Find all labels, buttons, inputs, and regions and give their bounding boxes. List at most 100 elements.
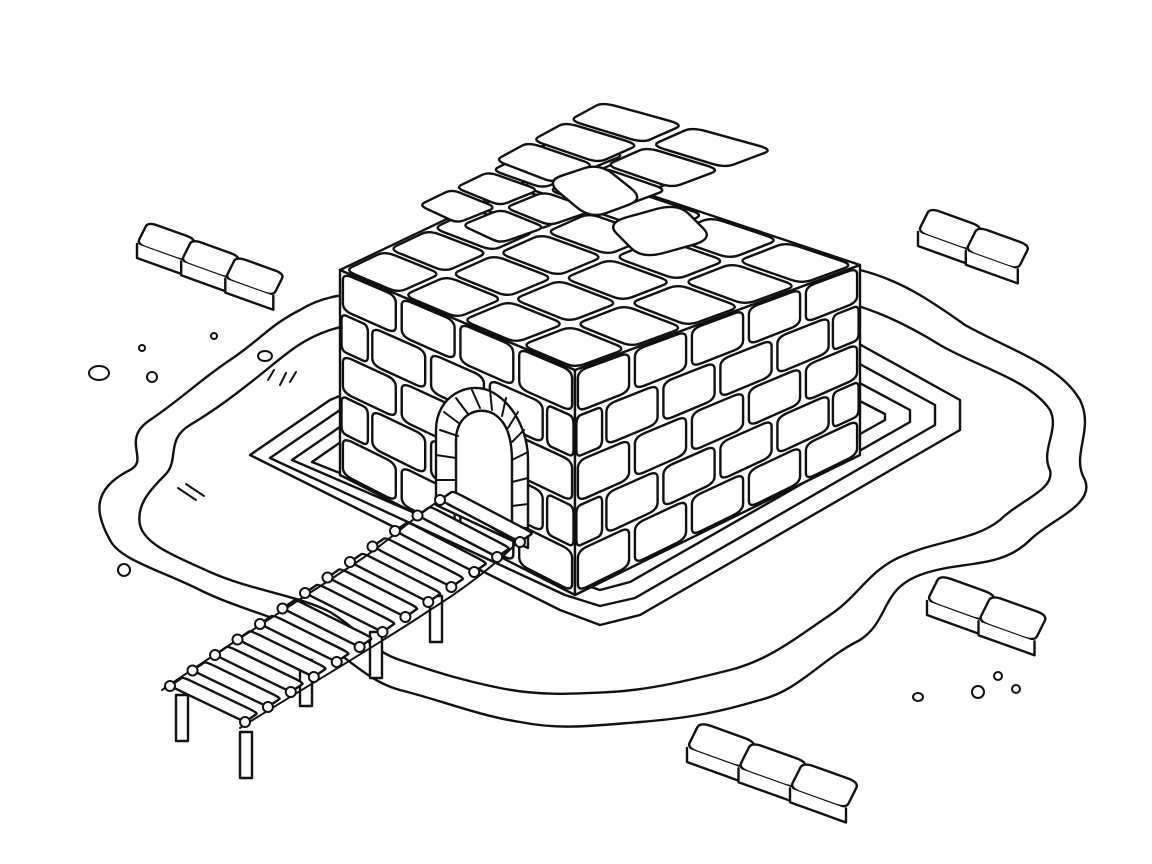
bridge-plank [282, 599, 373, 648]
rope-knot [307, 671, 320, 683]
wall-stone-block [371, 328, 427, 388]
wall-stone-block [340, 396, 370, 446]
bridge-plank [440, 490, 533, 543]
bridge-planks [170, 490, 533, 723]
wall-stone-block [400, 299, 456, 359]
bridge-post [238, 730, 254, 780]
water-droplet [88, 365, 110, 381]
rope-knot [254, 618, 266, 630]
wall-stone-block [662, 363, 716, 420]
floating-stone-slab-icon [916, 208, 1030, 285]
rope-knot [399, 611, 412, 623]
bridge-plank [372, 537, 465, 588]
crown-stone-block [421, 189, 494, 223]
rope-knot [376, 626, 389, 638]
rope-knot [276, 602, 289, 615]
wall-stone-block [719, 421, 773, 479]
wall-stone-block [576, 353, 631, 411]
water-droplet [1011, 684, 1021, 694]
top-stone-block [348, 251, 438, 293]
water-droplet [993, 671, 1003, 681]
slab-stone-top [790, 763, 859, 808]
rope-knot [231, 633, 244, 646]
water-splash [177, 483, 205, 501]
crown-stone-block [609, 147, 717, 188]
wall-stone-block [341, 439, 397, 500]
wall-stone-block [804, 268, 859, 322]
bridge-plank [260, 614, 350, 663]
wall-stone-block [776, 396, 830, 453]
rope-knot [321, 571, 334, 584]
wall-stone-block [633, 416, 688, 475]
wall-stone-block [341, 356, 397, 416]
slab-stone-side [964, 249, 1019, 285]
bridge-plank [215, 645, 304, 693]
bridge-plank [395, 521, 488, 573]
top-stone-block [407, 276, 500, 318]
top-stone-block [687, 263, 793, 305]
crown-large-stone [551, 165, 639, 217]
top-stone-block [517, 280, 615, 322]
wall-stone-block [690, 393, 745, 450]
wall-stone-block [576, 528, 631, 590]
wall-stone-block [690, 475, 745, 534]
wall-stone-block [545, 405, 575, 457]
rope-knot [164, 680, 176, 692]
rope-knot [330, 656, 343, 668]
floating-stone-slab-icon [925, 576, 1047, 657]
floating-stone-slab-icon [135, 222, 284, 311]
slab-stone-top [225, 257, 284, 296]
wall-stone-block [341, 274, 397, 333]
wall-stone-block [605, 471, 659, 532]
wall-stone-block [576, 440, 631, 501]
wall-stone-block [831, 381, 860, 428]
rope-knot [299, 587, 311, 599]
floating-stone-slab-icon [685, 723, 859, 824]
slab-stone-side [224, 277, 275, 311]
wall-stone-block [633, 332, 688, 389]
water-splash [267, 369, 297, 386]
wall-stone-block [633, 501, 688, 562]
rope-knot [209, 649, 221, 661]
top-stone-block [502, 234, 600, 276]
wall-stone-block [804, 345, 859, 400]
rope-knot [468, 566, 481, 578]
wall-stone-block [575, 495, 604, 547]
rope-knot [366, 540, 379, 553]
wall-stone-block [747, 369, 802, 425]
crown-stone-block [655, 127, 769, 168]
rope-knot [434, 494, 446, 506]
wall-stone-block [804, 421, 859, 479]
wooden-plank-bridge-icon [161, 490, 533, 780]
wall-stone-block [831, 305, 860, 351]
wall-stone-block [575, 406, 604, 457]
top-stone-block [741, 242, 850, 284]
bridge-plank [417, 506, 510, 558]
doorway-arch-stones [435, 389, 529, 529]
floating-stone-slabs [135, 208, 1047, 824]
crown-stone-block [457, 172, 537, 206]
water-droplet [117, 563, 131, 577]
crown-stone-block [464, 209, 543, 243]
wall-stone-block [545, 494, 575, 547]
water-droplet [971, 685, 985, 699]
wall-stone-block [690, 311, 745, 366]
bridge-plank [237, 630, 327, 678]
water-droplet [138, 344, 146, 352]
top-stone-block [633, 284, 736, 326]
rope-knot [284, 686, 297, 698]
bridge-plank [305, 583, 396, 633]
crown-large-stone [612, 205, 708, 257]
water-droplet [210, 332, 218, 340]
rope-knot [445, 581, 458, 593]
rope-knot [186, 664, 199, 677]
crown-stone-block [572, 102, 680, 143]
rope-knot [239, 716, 251, 728]
top-stone-block [567, 259, 668, 301]
top-stone-block [392, 230, 485, 272]
wall-stone-block [371, 412, 427, 473]
rope-knot [344, 556, 356, 568]
top-stone-block [454, 255, 550, 297]
